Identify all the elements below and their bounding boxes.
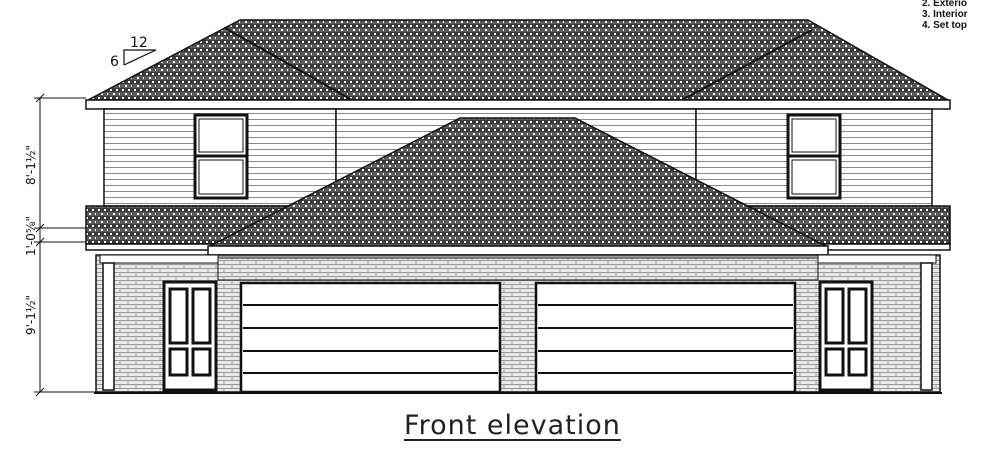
note-4: 4. Set top: [922, 20, 968, 31]
drawing-caption: Front elevation: [404, 410, 621, 441]
entry-door-left: [162, 280, 218, 392]
garage-door-right: [534, 281, 797, 394]
upper-window-left: [193, 113, 249, 200]
roof-hip-left: [224, 27, 353, 101]
porch-column-right: [920, 262, 933, 391]
roof-pitch-symbol: 12 6: [110, 35, 157, 70]
garage-roof-fascia: [207, 245, 829, 256]
dimension-upper-wall: 8'-1½": [24, 145, 38, 185]
upper-window-right: [786, 113, 842, 200]
note-3: 3. Interior: [922, 9, 968, 20]
porch-column-left: [102, 262, 115, 391]
roof-hip-right: [681, 29, 813, 101]
dimension-lines: [34, 93, 96, 397]
general-notes: 2. Exterio 3. Interior 4. Set top: [922, 0, 968, 31]
porch-soffit-right: [817, 254, 937, 264]
upper-roof: [87, 19, 951, 101]
entry-door-right: [818, 280, 874, 392]
garage-door-left: [239, 281, 502, 394]
dimension-lower-wall: 9'-1½": [24, 295, 38, 335]
pitch-run: 12: [130, 35, 148, 51]
garage-header: [217, 257, 819, 281]
note-2: 2. Exterio: [922, 0, 968, 9]
dimension-band: 1'-0⅝": [24, 216, 38, 256]
pitch-rise: 6: [110, 54, 119, 70]
porch-soffit-left: [99, 254, 219, 264]
upper-roof-fascia: [85, 99, 951, 110]
